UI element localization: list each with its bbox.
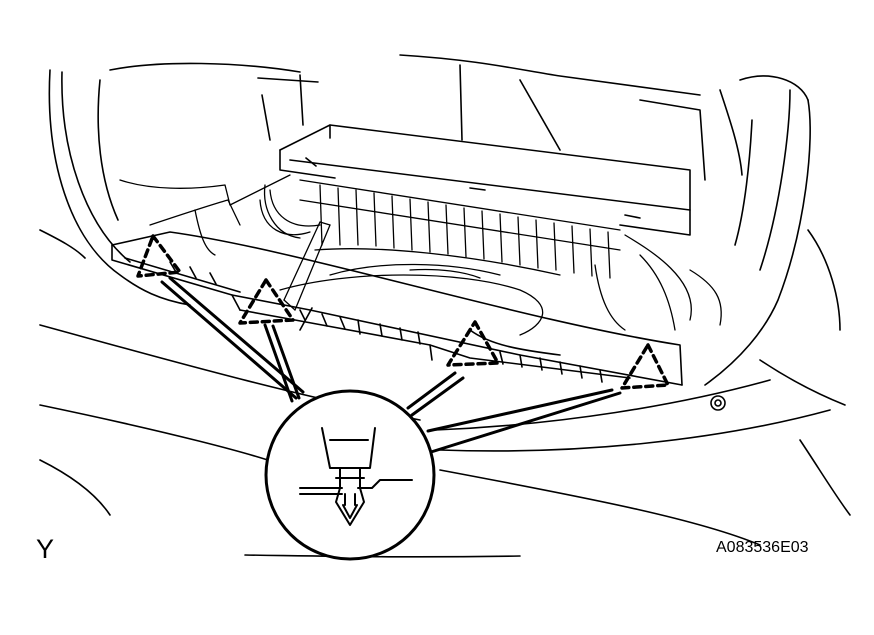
side-trim-panels — [119, 174, 722, 331]
figure-code-label: A083536E03 — [716, 539, 809, 556]
rear-sill-scuff-plate — [111, 231, 683, 386]
clip-marker-3 — [446, 320, 500, 367]
ribbed-back-panel — [299, 179, 621, 279]
vehicle-body-outline — [39, 62, 851, 558]
clip-marker-4 — [620, 343, 670, 390]
clip-marker-1 — [136, 234, 182, 278]
view-letter-label: Y — [36, 534, 55, 564]
leader-lines — [160, 276, 622, 454]
floor-and-spare-well — [263, 184, 544, 336]
clip-detail-circle — [264, 389, 436, 561]
rear-seatback — [279, 54, 743, 236]
clip-marker-2 — [238, 278, 295, 325]
clip-markers — [136, 234, 670, 390]
